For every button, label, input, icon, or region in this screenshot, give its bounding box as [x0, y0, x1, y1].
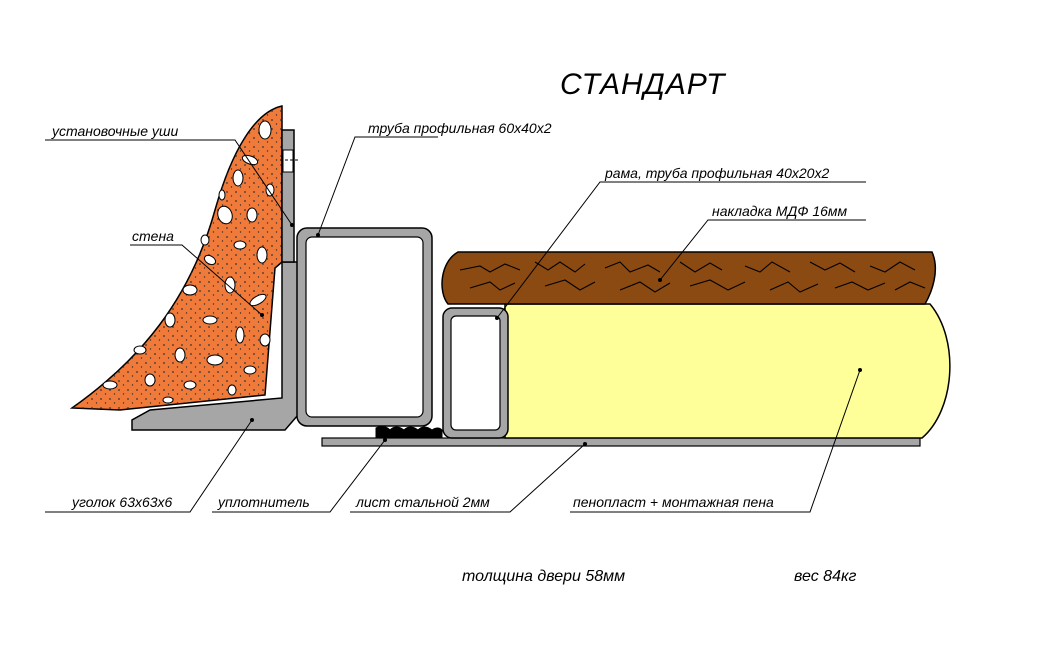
door-thickness-text: толщина двери 58мм	[462, 568, 625, 585]
foam-panel	[504, 303, 951, 439]
frame-tube-40x20	[442, 307, 509, 439]
leader-dots	[250, 223, 862, 446]
label-foam: пенопласт + монтажная пена	[573, 494, 774, 510]
leader-lines	[45, 136, 866, 513]
label-seal: уплотнитель	[217, 494, 310, 510]
mdf-overlay	[441, 251, 937, 305]
wall	[69, 105, 283, 411]
label-mdf-overlay: накладка МДФ 16мм	[712, 203, 848, 219]
label-steel-sheet: лист стальной 2мм	[355, 494, 490, 510]
label-wall: стена	[132, 228, 174, 244]
door-seal	[375, 425, 443, 441]
mounting-ears	[280, 129, 300, 263]
label-profile-tube: труба профильная 60х40х2	[368, 120, 552, 136]
profile-tube-60x40	[296, 227, 433, 427]
door-weight-text: вес 84кг	[794, 568, 857, 585]
steel-sheet	[321, 437, 921, 447]
diagram-title: СТАНДАРТ	[560, 68, 727, 101]
label-angle: уголок 63х63х6	[71, 494, 173, 510]
label-frame-tube: рама, труба профильная 40х20х2	[604, 165, 829, 181]
label-mounting-ears: установочные уши	[51, 123, 178, 139]
